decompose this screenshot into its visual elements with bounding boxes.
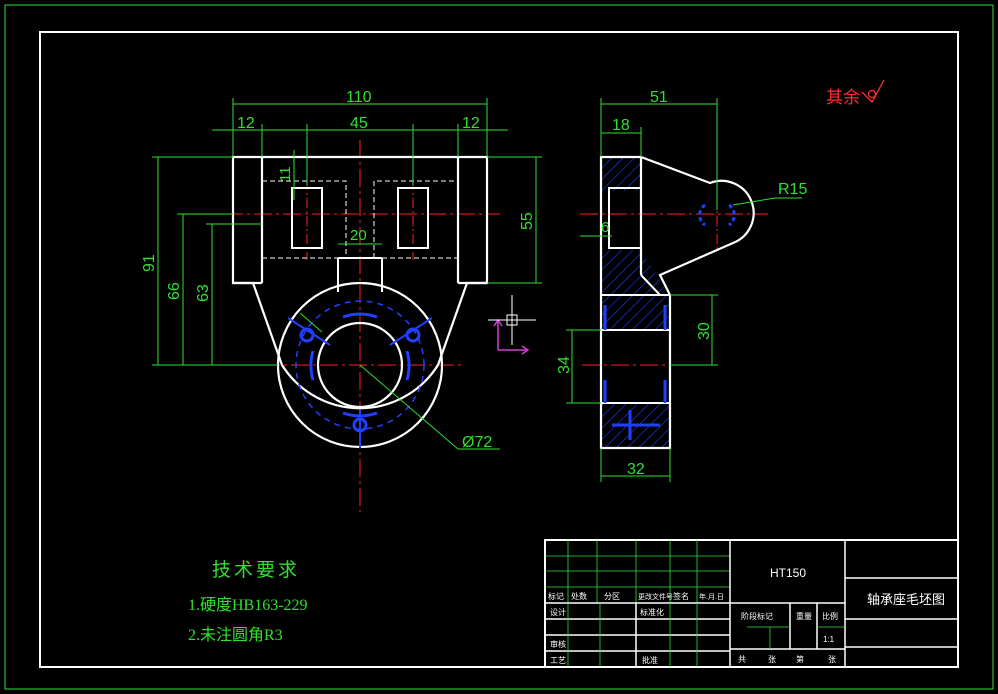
title-block: 标记 处数 分区 更改文件号 签名 年.月.日 设计 标准化 审核 工艺 批准 … — [544, 539, 959, 668]
dim-30: 30 — [696, 322, 713, 340]
tb-scale-value: 1:1 — [823, 635, 835, 644]
dim-6: 6 — [601, 219, 609, 236]
tb-scale: 比例 — [822, 611, 838, 621]
hatch-middle — [601, 250, 670, 330]
dim-51: 51 — [650, 89, 668, 106]
tb-sheets-total: 共 — [738, 655, 746, 664]
tb-col-change-doc: 更改文件号 — [638, 592, 673, 601]
front-outline — [231, 155, 489, 410]
tb-stage-mark: 阶段标记 — [741, 611, 773, 621]
bore-circle — [316, 321, 404, 409]
tb-sheets-unit2: 张 — [828, 655, 836, 664]
side-pocket — [608, 187, 642, 249]
dim-32: 32 — [627, 461, 645, 478]
dim-12-right: 12 — [462, 115, 480, 132]
dim-45: 45 — [350, 115, 368, 132]
tech-item-1: 1.硬度HB163-229 — [188, 596, 308, 614]
front-dimension-lines — [152, 98, 542, 450]
front-view: 110 12 45 12 11 20 91 66 63 55 Ø72 — [141, 89, 542, 512]
tb-row-design: 设计 — [550, 607, 566, 617]
dim-20: 20 — [350, 227, 367, 244]
tb-weight: 重量 — [796, 611, 812, 621]
hatch-top — [601, 157, 641, 191]
dim-66: 66 — [166, 282, 183, 300]
tech-title: 技术要求 — [212, 559, 300, 581]
right-window — [397, 187, 429, 249]
tb-col-date: 年.月.日 — [699, 592, 724, 601]
front-hidden-lines — [262, 180, 458, 259]
dim-34: 34 — [556, 356, 573, 374]
dim-110: 110 — [346, 89, 372, 106]
side-hidden-lines — [603, 203, 736, 440]
roughness-label: 其余 — [826, 88, 860, 107]
dim-18: 18 — [612, 117, 630, 134]
side-dimension-lines — [566, 98, 802, 482]
technical-requirements: 技术要求 1.硬度HB163-229 2.未注圆角R3 — [188, 559, 308, 644]
tb-row-standardize: 标准化 — [640, 607, 664, 617]
tb-row-process: 工艺 — [550, 656, 566, 665]
tb-row-review: 审核 — [550, 639, 566, 649]
roughness-note: 其余 — [826, 79, 885, 107]
dim-r15: R15 — [778, 181, 807, 198]
dim-91: 91 — [141, 254, 158, 272]
side-rib-slant — [640, 274, 661, 296]
dim-11: 11 — [277, 166, 294, 182]
tb-col-sign: 签名 — [673, 591, 689, 601]
crosshair-cursor — [488, 295, 536, 345]
tb-sheets-unit1: 张 — [768, 655, 776, 664]
left-window — [291, 187, 323, 249]
outer-frame — [4, 4, 994, 690]
tb-col-zone: 分区 — [604, 592, 620, 601]
tb-drawing-name: 轴承座毛坯图 — [867, 592, 945, 607]
tb-row-approve: 批准 — [642, 655, 658, 665]
tb-col-mark: 标记 — [548, 591, 564, 601]
dim-55: 55 — [519, 212, 536, 230]
tech-item-2: 2.未注圆角R3 — [188, 626, 283, 644]
tb-sheet-no: 第 — [796, 654, 804, 664]
dim-12-left: 12 — [237, 115, 255, 132]
roughness-symbol-icon — [861, 79, 885, 104]
hidden-arcs — [287, 300, 433, 448]
tb-material: HT150 — [770, 566, 806, 580]
tb-col-count: 处数 — [571, 591, 587, 601]
drawing-border — [39, 31, 959, 668]
side-view: 51 18 6 R15 30 34 32 — [556, 89, 807, 482]
dim-63: 63 — [195, 284, 212, 302]
dim-diameter-72: Ø72 — [462, 434, 492, 451]
side-outline — [599, 155, 755, 450]
